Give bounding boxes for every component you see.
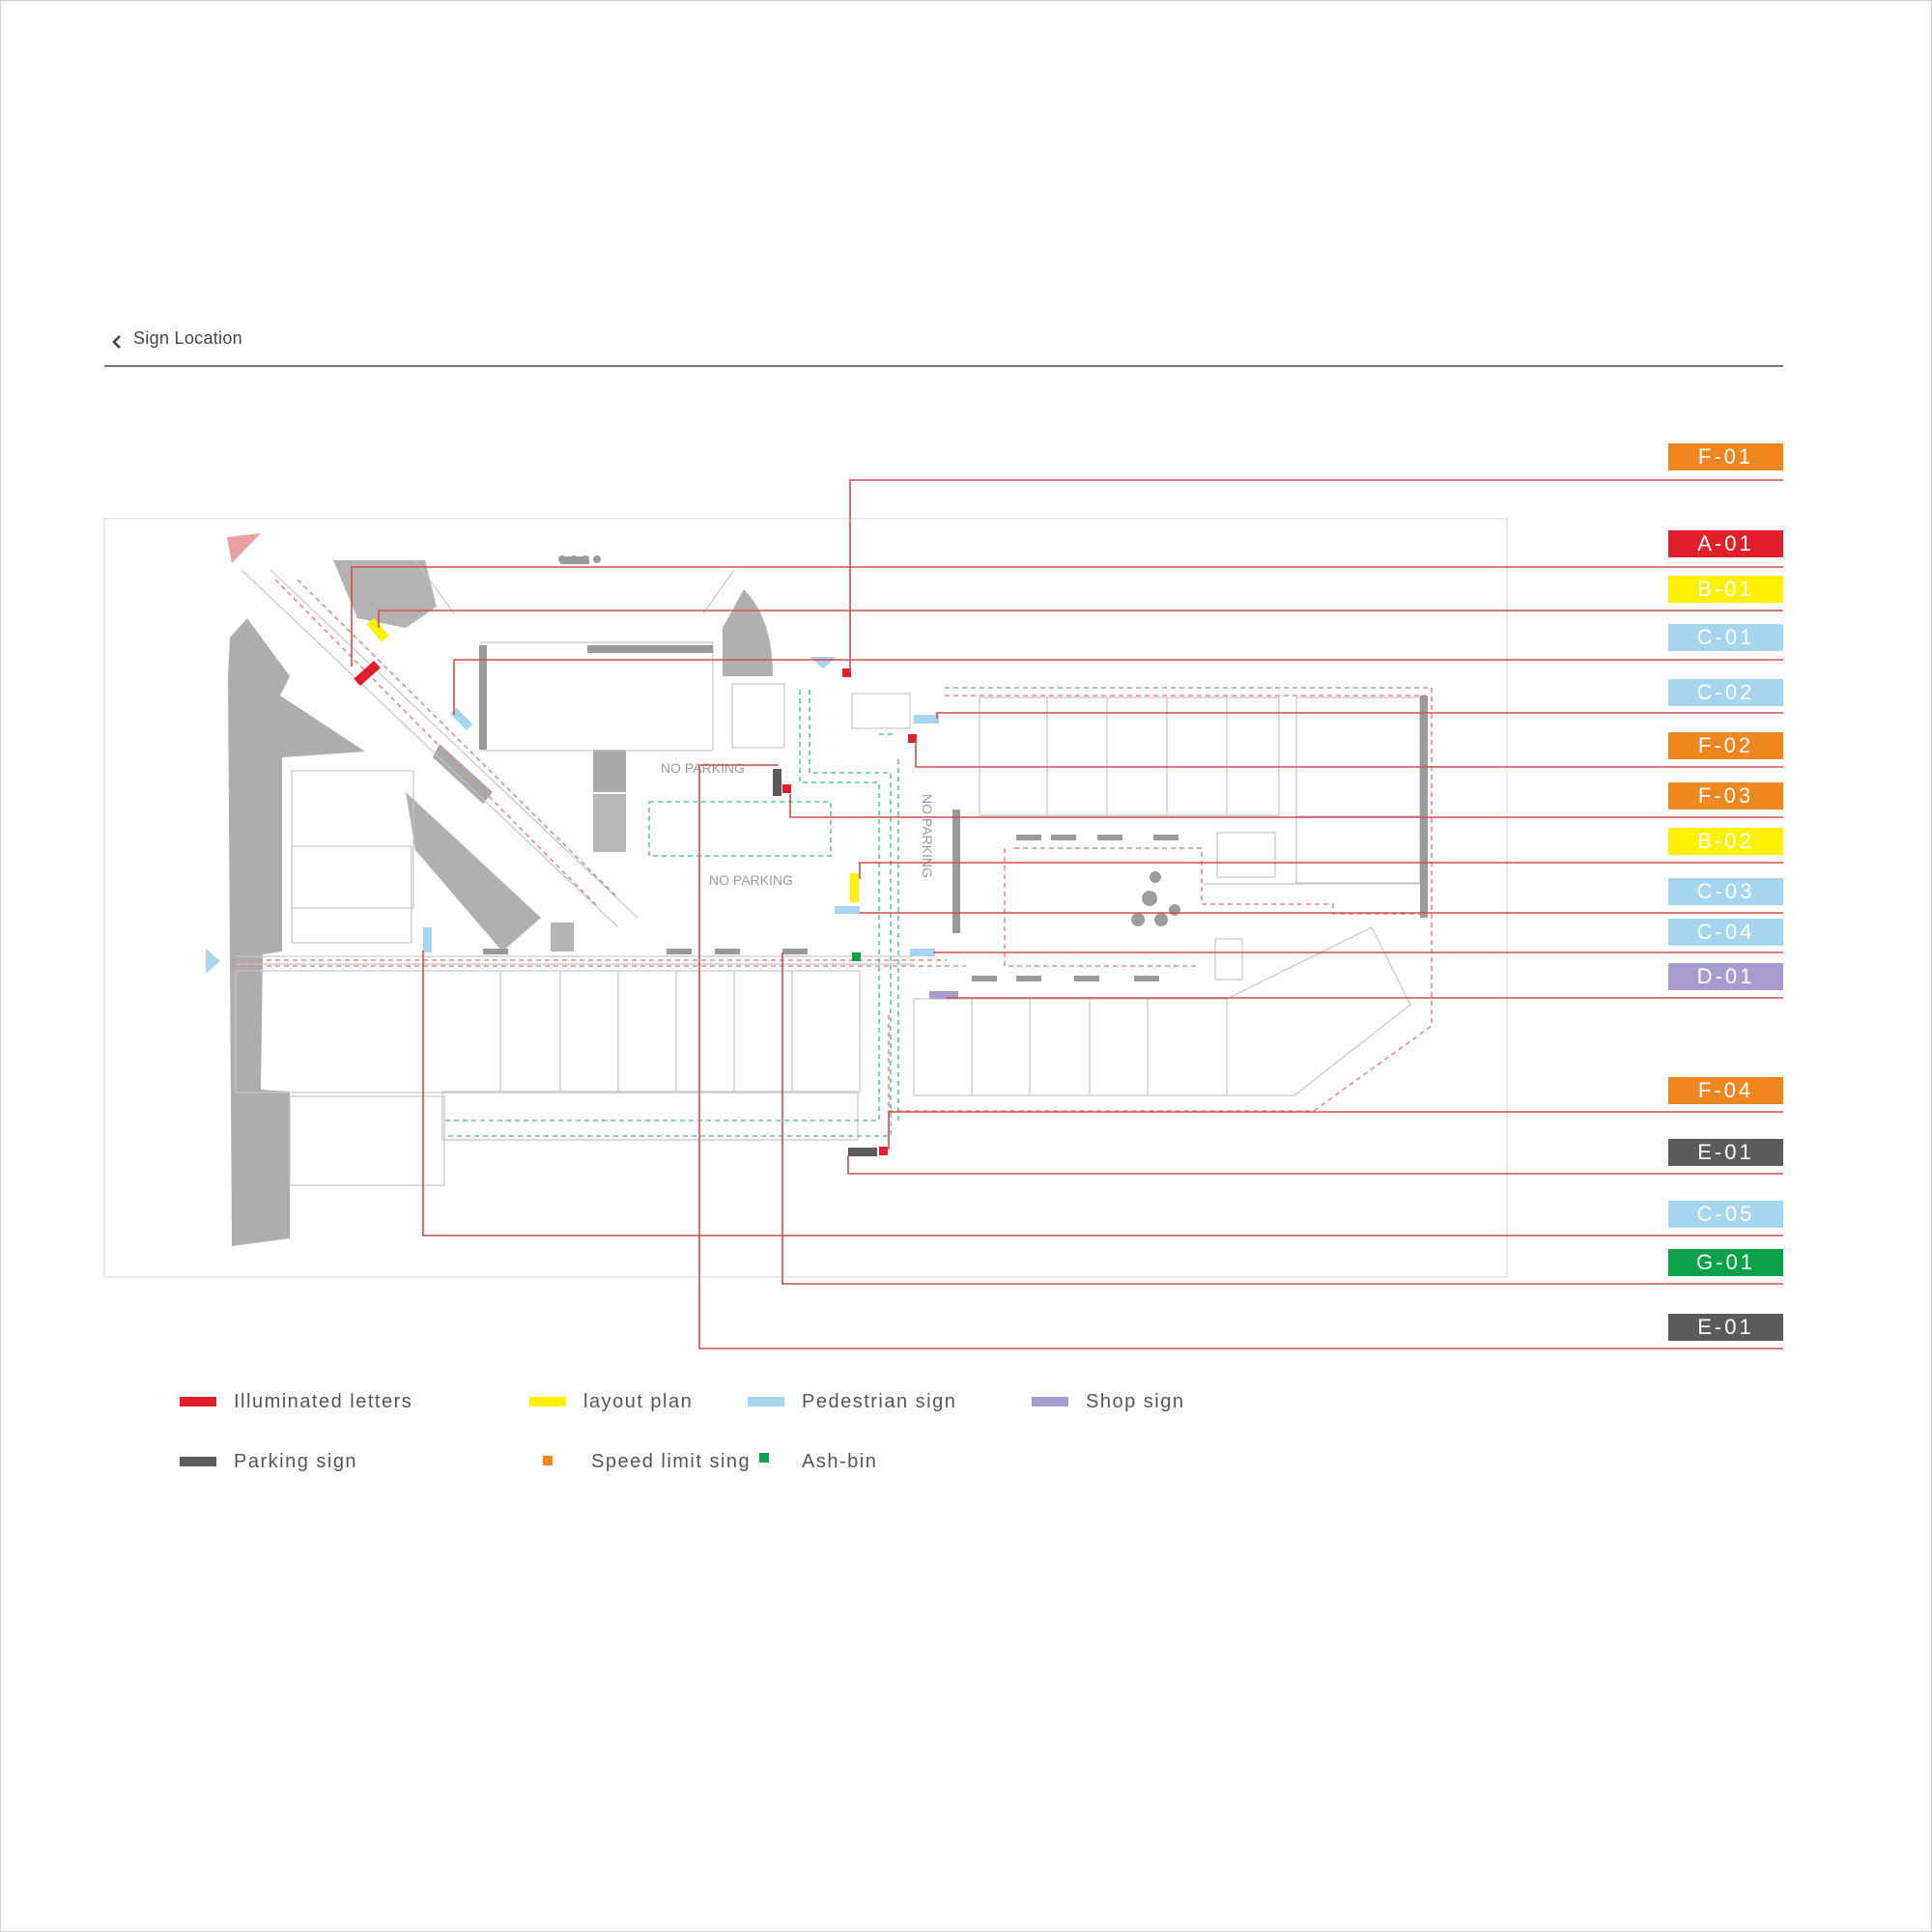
legend-swatch	[180, 1457, 216, 1466]
sign-tag-g-01[interactable]: G-01	[1668, 1249, 1783, 1276]
shop-sign-marker[interactable]	[929, 991, 958, 999]
plan-block	[406, 792, 541, 952]
no-parking-label: NO PARKING	[661, 760, 745, 776]
leader-lines	[351, 479, 1783, 1350]
page-header: Sign Location	[104, 327, 1783, 367]
legend-label: Parking sign	[234, 1451, 358, 1472]
entrance-arrow-icon	[810, 657, 837, 668]
pedestrian-sign-marker[interactable]	[449, 707, 473, 731]
entrance-arrow-icon	[206, 949, 220, 974]
plan-outlines	[235, 559, 1421, 1186]
pedestrian-sign-marker[interactable]	[835, 906, 860, 914]
sign-tag-f-01[interactable]: F-01	[1668, 443, 1783, 470]
plan-details	[479, 555, 1428, 981]
entrance-arrow-icon	[227, 533, 261, 563]
plan-block	[593, 794, 626, 852]
parking-sign-marker[interactable]	[773, 769, 781, 796]
sign-tag-d-01[interactable]: D-01	[1668, 963, 1783, 990]
sign-tag-e-01[interactable]: E-01	[1668, 1139, 1783, 1166]
no-parking-label: NO PARKING	[709, 872, 793, 888]
road-area	[228, 618, 365, 1246]
plan-block	[723, 589, 773, 676]
illuminated-letters-marker[interactable]	[879, 1147, 888, 1155]
legend-swatch	[759, 1453, 769, 1463]
legend-label: Ash-bin	[802, 1451, 878, 1472]
legend-swatch	[543, 1456, 553, 1465]
legend-label: Pedestrian sign	[802, 1391, 957, 1412]
illuminated-letters-marker[interactable]	[908, 734, 917, 743]
sign-tag-f-02[interactable]: F-02	[1668, 732, 1783, 759]
legend-swatch	[529, 1397, 566, 1406]
plan-block	[551, 923, 574, 952]
plan-block	[593, 750, 626, 792]
site-plan: NO PARKING NO PARKING NO PARKING	[103, 518, 1508, 1278]
sign-markers	[354, 617, 958, 1156]
sign-tag-b-01[interactable]: B-01	[1668, 576, 1783, 603]
legend-label: layout plan	[583, 1391, 694, 1412]
plan-block	[333, 560, 437, 628]
legend-label: Illuminated letters	[234, 1391, 413, 1412]
sign-tag-c-05[interactable]: C-05	[1668, 1201, 1783, 1228]
sign-tag-e-01[interactable]: E-01	[1668, 1314, 1783, 1341]
pedestrian-sign-marker[interactable]	[910, 949, 935, 956]
pedestrian-route	[444, 690, 899, 1137]
layout-plan-marker[interactable]	[366, 617, 389, 642]
plan-trees	[1131, 871, 1180, 926]
sign-tag-f-03[interactable]: F-03	[1668, 782, 1783, 810]
legend-label: Speed limit sing	[591, 1451, 752, 1472]
illuminated-letters-marker[interactable]	[842, 668, 851, 677]
sign-tag-c-01[interactable]: C-01	[1668, 624, 1783, 651]
legend-swatch	[1032, 1397, 1068, 1406]
legend-label: Shop sign	[1086, 1391, 1185, 1412]
sign-tag-c-03[interactable]: C-03	[1668, 878, 1783, 905]
illuminated-letters-marker[interactable]	[354, 660, 381, 687]
illuminated-letters-marker[interactable]	[782, 784, 791, 793]
sign-tag-c-02[interactable]: C-02	[1668, 679, 1783, 706]
no-parking-label: NO PARKING	[920, 794, 935, 878]
sign-tag-f-04[interactable]: F-04	[1668, 1077, 1783, 1104]
sign-tag-a-01[interactable]: A-01	[1668, 530, 1783, 557]
plan-block	[433, 744, 493, 804]
legend-swatch	[748, 1397, 784, 1406]
page-title: Sign Location	[133, 328, 242, 348]
ash-bin-marker[interactable]	[852, 952, 861, 961]
pedestrian-sign-marker[interactable]	[423, 927, 432, 952]
sign-tag-c-04[interactable]: C-04	[1668, 919, 1783, 946]
pedestrian-sign-marker[interactable]	[914, 715, 939, 724]
vehicle-route	[232, 579, 1433, 1112]
chevron-left-icon[interactable]	[110, 332, 124, 352]
parking-sign-marker[interactable]	[848, 1148, 877, 1156]
layout-plan-marker[interactable]	[850, 873, 859, 902]
plan-border	[103, 518, 1508, 1278]
legend-swatch	[180, 1397, 216, 1406]
sign-tag-b-02[interactable]: B-02	[1668, 828, 1783, 855]
